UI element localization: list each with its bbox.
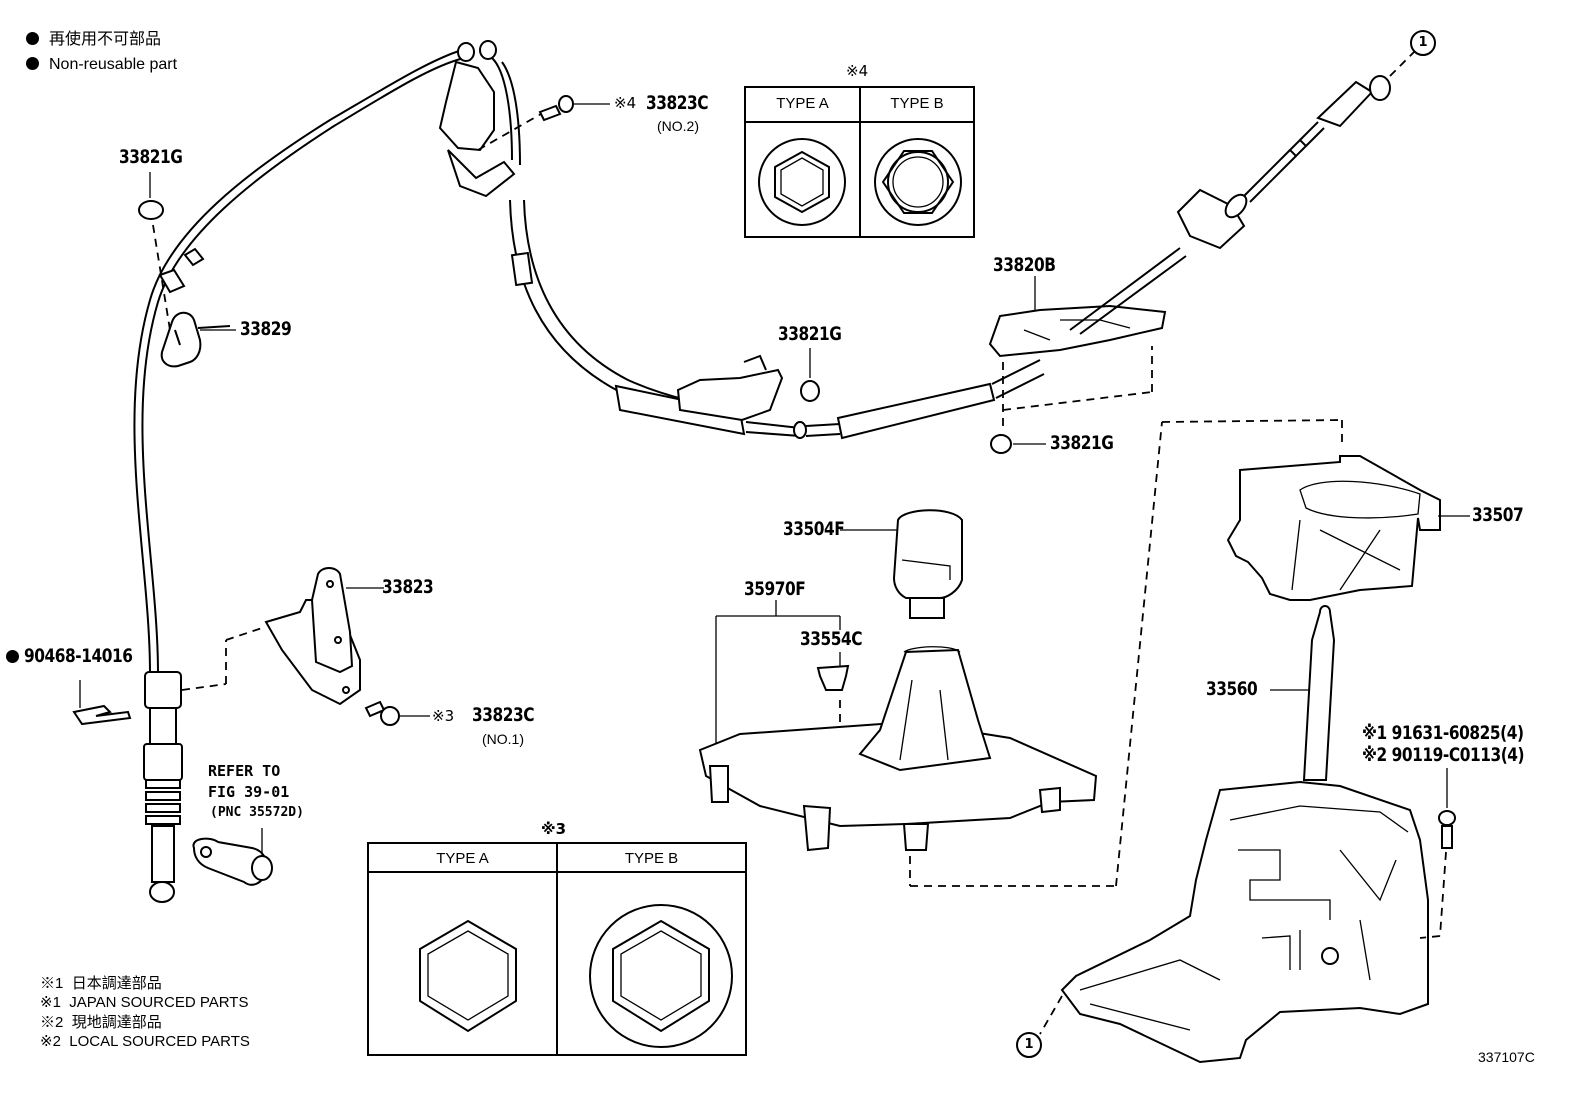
shift-knob-drawing [876,509,963,619]
clamp-33829-drawing [160,311,231,368]
table4-mark: ※4 [846,62,869,80]
part-label-33821G-top[interactable]: 33821G [119,146,183,168]
refer-lever-drawing [192,828,273,886]
clip-33821G-mid-drawing [800,348,820,402]
table4-type-b: TYPE B [890,95,944,112]
part-label-90468-14016[interactable]: 90468-14016 [24,645,133,667]
part-label-33821G-right[interactable]: 33821G [1050,432,1114,454]
part-label-33823C-no2[interactable]: 33823C [646,92,709,114]
part-label-33821G-mid[interactable]: 33821G [778,323,842,345]
cable-bracket-top [438,40,610,198]
part-label-33560[interactable]: 33560 [1206,678,1258,700]
part-label-90119-C0113[interactable]: ※2 90119-C0113(4) [1362,744,1525,766]
part-label-91631-60825[interactable]: ※1 91631-60825(4) [1362,722,1524,744]
part-label-33823C-no1[interactable]: 33823C [472,704,535,726]
part-sublabel-no2: (NO.2) [657,118,699,134]
lever-33560-drawing [1270,605,1336,781]
part-label-33504F[interactable]: 33504F [783,518,845,540]
ref-marker-top: 1 [1410,30,1436,56]
note-1-jp: ※1 日本調達部品 [40,975,162,992]
bolt-91631-drawing [1419,768,1456,939]
bracket-33820B-drawing [988,247,1187,430]
table4-type-a: TYPE A [776,95,829,112]
table3-mark: ※3 [541,820,567,838]
part-label-33507[interactable]: 33507 [1472,504,1524,526]
part-sublabel-no1: (NO.1) [482,731,524,747]
shift-cable-left [133,49,465,674]
refer-line-2[interactable]: FIG 39-01 [208,783,290,801]
part-label-33820B[interactable]: 33820B [993,254,1056,276]
part-mark-33823C-no1: ※3 [432,707,455,725]
bullet-icon [26,32,39,45]
clip-90468-drawing [72,680,132,726]
note-2-jp: ※2 現地調達部品 [40,1014,162,1031]
figure-id: 337107C [1478,1049,1535,1065]
housing-33507-drawing [1226,455,1470,601]
cable-end-fittings [143,627,263,903]
shift-console-35970F-drawing [698,419,1343,887]
table3-type-b: TYPE B [624,850,679,867]
note-2-en: ※2 LOCAL SOURCED PARTS [40,1033,250,1050]
note-1-en: ※1 JAPAN SOURCED PARTS [40,994,249,1011]
part-label-33829[interactable]: 33829 [240,318,292,340]
part-label-35970F[interactable]: 35970F [744,578,806,600]
cable-bracket-bottom [676,354,784,422]
clip-33821G-right-drawing [990,434,1046,454]
table-type4 [744,86,975,238]
refer-line-1: REFER TO [208,762,281,780]
part-label-33823[interactable]: 33823 [382,576,434,598]
table3-type-a: TYPE A [436,850,489,867]
non-reusable-bullet-icon [6,650,19,663]
part-label-33554C[interactable]: 33554C [800,628,863,650]
shift-cable-main [509,199,1045,440]
cable-end-upper-right [1176,51,1415,250]
bullet-icon [26,57,39,70]
refer-line-3: (PNC 35572D) [210,805,304,820]
legend-non-reusable-en: Non-reusable part [26,57,177,73]
clip-33821G-top-drawing [138,172,171,331]
shift-base-drawing [1039,780,1429,1064]
table-type3 [367,842,747,1056]
bracket-33823-drawing [264,567,430,726]
legend-non-reusable-jp: 再使用不可部品 [26,32,161,48]
ref-marker-bottom: 1 [1016,1032,1042,1058]
part-mark-33823C-no2: ※4 [614,94,637,112]
